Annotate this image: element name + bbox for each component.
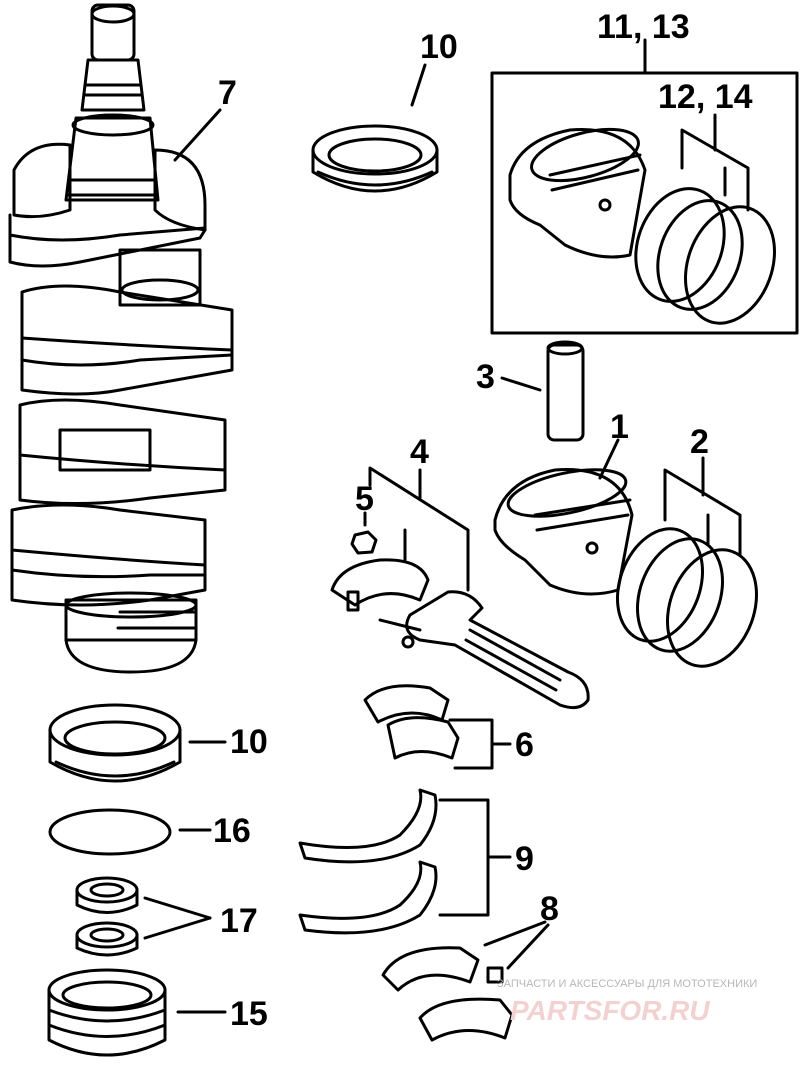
leader-17-a: [143, 896, 212, 920]
ball-bearings: [75, 876, 139, 957]
watermark-tagline: ЗАПЧАСТИ И АКСЕССУАРЫ ДЛЯ МОТОТЕХНИКИ: [497, 978, 757, 990]
connecting-rod: [330, 558, 590, 710]
piston: [493, 468, 634, 596]
label-2: 2: [690, 423, 709, 461]
crankshaft: [8, 3, 234, 674]
label-1: 1: [610, 408, 629, 446]
label-17: 17: [220, 902, 258, 940]
label-6: 6: [515, 726, 534, 764]
piston-kit-rings: [634, 187, 776, 325]
leader-8-a: [483, 920, 547, 947]
label-15: 15: [230, 995, 268, 1033]
bearing-housing: [47, 968, 167, 1057]
leader-7: [173, 108, 222, 162]
label-11-13: 11, 13: [597, 8, 690, 46]
o-ring: [48, 808, 172, 856]
label-7: 7: [218, 74, 237, 112]
label-5: 5: [355, 480, 374, 518]
label-10-top: 10: [420, 28, 458, 66]
oil-seal-top: [311, 124, 439, 193]
piston-pin: [546, 340, 585, 442]
rod-bearing-shells: [363, 684, 460, 760]
label-3: 3: [476, 358, 495, 396]
rod-nut: [350, 530, 378, 555]
label-9: 9: [515, 840, 534, 878]
piston-rings: [615, 527, 758, 668]
piston-kit-box: [490, 38, 799, 335]
watermark-logo: PARTSFOR.RU: [510, 995, 710, 1026]
thrust-washers: [298, 788, 438, 935]
bracket-9: [438, 798, 490, 917]
label-4: 4: [410, 433, 429, 471]
leader-10-top: [410, 63, 427, 107]
label-12-14: 12, 14: [658, 78, 753, 116]
leader-17-b: [143, 916, 212, 940]
leader-8-b: [506, 923, 550, 970]
label-8: 8: [540, 890, 559, 928]
main-bearing-shells: [381, 946, 514, 1042]
leader-1: [598, 438, 620, 480]
oil-seal-bottom: [48, 703, 182, 783]
label-10-bottom: 10: [230, 723, 268, 761]
piston-kit-piston: [508, 127, 647, 259]
label-16: 16: [213, 812, 251, 850]
leader-3: [500, 376, 542, 392]
